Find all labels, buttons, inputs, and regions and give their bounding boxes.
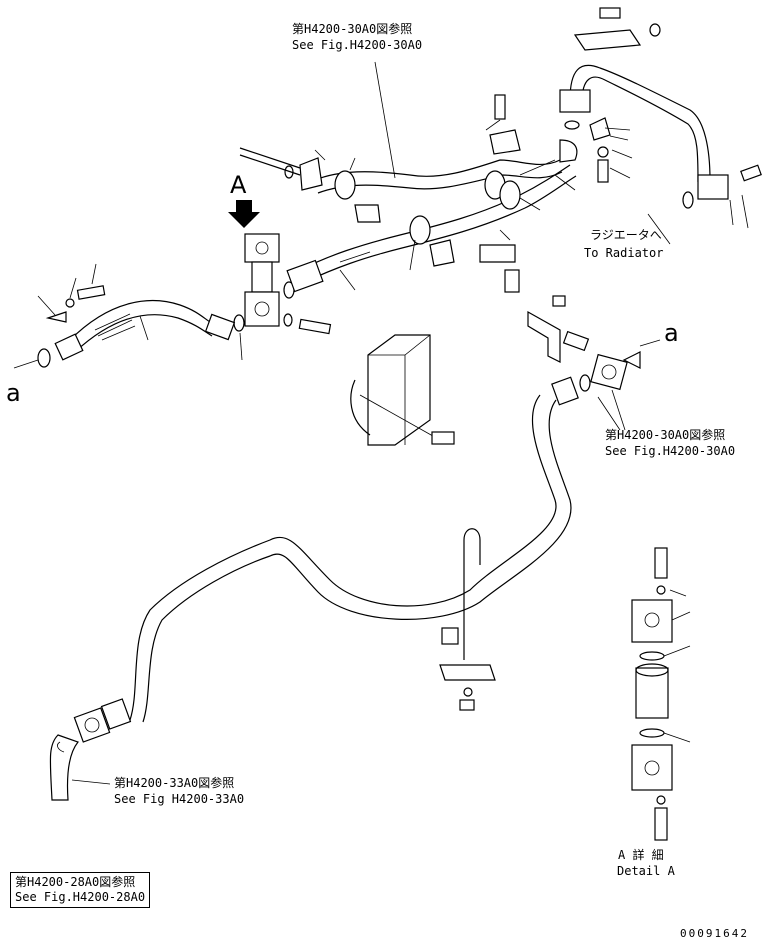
callout-ref-right-en: See Fig.H4200-30A0 xyxy=(605,444,736,458)
main-pipe xyxy=(129,394,572,723)
leader-lines xyxy=(37,61,749,785)
callout-ref-right-jp: 第H4200-30A0図参照 xyxy=(605,428,726,442)
callout-radiator-jp: ラジエータへ xyxy=(590,228,662,242)
detail-a-exploded xyxy=(631,547,691,841)
detail-a-jp: A 詳 細 xyxy=(618,848,664,862)
callout-radiator-en: To Radiator xyxy=(584,246,664,260)
right-bracket xyxy=(527,295,661,406)
radiator-pipe xyxy=(559,7,762,209)
callout-ref-top-en: See Fig.H4200-30A0 xyxy=(292,38,423,52)
drawing-number: 00091642 xyxy=(680,927,749,940)
ref-box: 第H4200-28A0図参照 See Fig.H4200-28A0 xyxy=(10,872,151,908)
ref-box-en: See Fig.H4200-28A0 xyxy=(15,890,146,904)
callout-ref-bottom-en: See Fig H4200-33A0 xyxy=(114,792,245,806)
u-bolt-clamp xyxy=(439,528,496,711)
callout-ref-top-jp: 第H4200-30A0図参照 xyxy=(292,22,413,36)
bottom-left-fitting xyxy=(49,698,132,801)
marker-a-left: a xyxy=(6,379,21,407)
detail-a-en: Detail A xyxy=(617,864,675,878)
upper-hoses xyxy=(239,94,609,293)
callout-ref-bottom-jp: 第H4200-33A0図参照 xyxy=(114,776,235,790)
ref-box-jp: 第H4200-28A0図参照 xyxy=(15,875,136,889)
view-letter-a: A xyxy=(230,171,247,199)
marker-a-right: a xyxy=(664,319,679,347)
valve-block xyxy=(228,200,332,335)
left-hose xyxy=(13,285,245,369)
clamp-block xyxy=(350,334,455,446)
